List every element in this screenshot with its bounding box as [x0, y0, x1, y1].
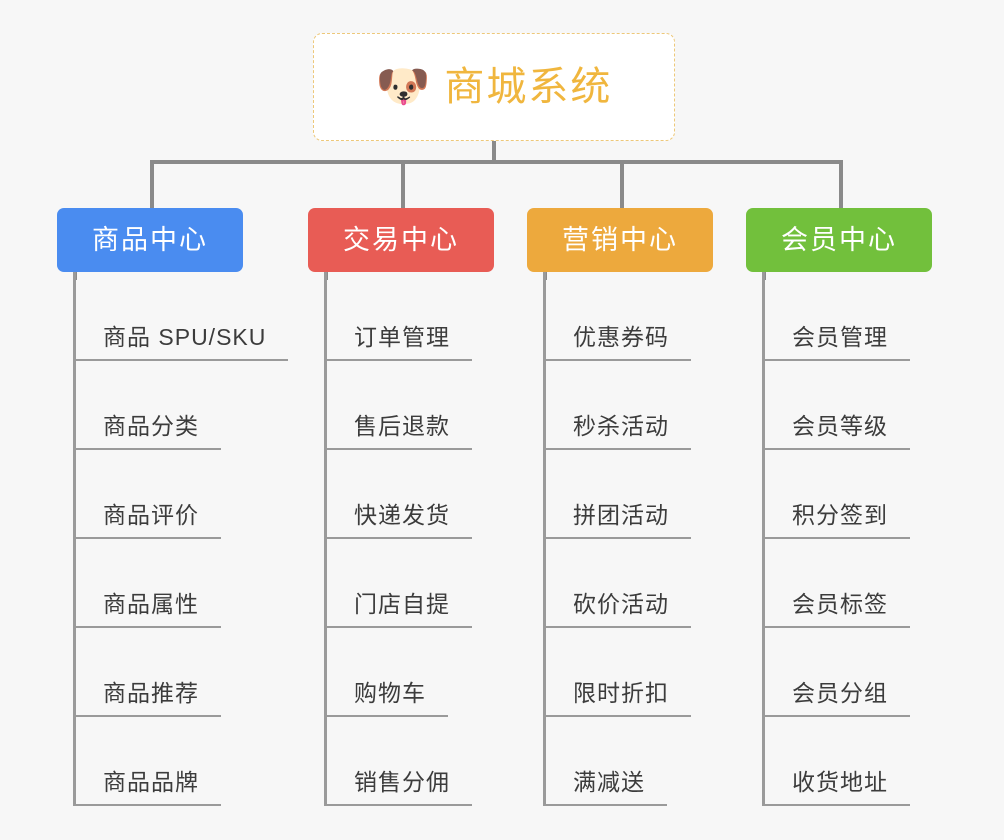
leaf-column-rail [762, 272, 765, 806]
leaf-item-label: 商品分类 [103, 413, 199, 439]
leaf-item[interactable]: 拼团活动 [543, 450, 789, 539]
leaf-item-underline [73, 804, 221, 806]
leaf-column-4: 会员管理会员等级积分签到会员标签会员分组收货地址 [762, 272, 1004, 806]
leaf-item-label: 砍价活动 [573, 591, 669, 617]
leaf-item[interactable]: 会员管理 [762, 272, 1004, 361]
leaf-item[interactable]: 门店自提 [324, 539, 570, 628]
leaf-item[interactable]: 限时折扣 [543, 628, 789, 717]
leaf-item-label: 购物车 [354, 680, 426, 706]
leaf-item-underline [762, 626, 910, 628]
leaf-item-label: 商品品牌 [103, 769, 199, 795]
leaf-item[interactable]: 快递发货 [324, 450, 570, 539]
leaf-item-underline [73, 715, 221, 717]
leaf-item[interactable]: 商品推荐 [73, 628, 319, 717]
leaf-item-underline [73, 448, 221, 450]
leaf-item-underline [73, 359, 288, 361]
leaf-item[interactable]: 积分签到 [762, 450, 1004, 539]
leaf-item-label: 商品 SPU/SKU [103, 324, 267, 350]
leaf-item-label: 售后退款 [354, 413, 450, 439]
leaf-item-label: 会员管理 [792, 324, 888, 350]
category-label: 会员中心 [781, 224, 897, 255]
leaf-item-underline [762, 715, 910, 717]
leaf-item-label: 商品推荐 [103, 680, 199, 706]
connector-drop-2 [401, 160, 405, 208]
leaf-item[interactable]: 购物车 [324, 628, 570, 717]
leaf-item[interactable]: 会员分组 [762, 628, 1004, 717]
leaf-item-underline [324, 715, 448, 717]
leaf-item[interactable]: 销售分佣 [324, 717, 570, 806]
root-node-label: 商城系统 [444, 65, 613, 109]
leaf-item-underline [324, 448, 472, 450]
leaf-item-underline [762, 359, 910, 361]
category-box-4[interactable]: 会员中心 [746, 208, 932, 272]
leaf-item-label: 秒杀活动 [573, 413, 669, 439]
leaf-column-3: 优惠券码秒杀活动拼团活动砍价活动限时折扣满减送 [543, 272, 789, 806]
leaf-column-rail [543, 272, 546, 806]
leaf-item[interactable]: 商品 SPU/SKU [73, 272, 319, 361]
leaf-item-underline [324, 804, 472, 806]
leaf-column-1: 商品 SPU/SKU 商品分类商品评价商品属性商品推荐商品品牌 [73, 272, 319, 806]
leaf-item-underline [324, 626, 472, 628]
leaf-item-label: 订单管理 [354, 324, 450, 350]
connector-drop-1 [150, 160, 154, 208]
leaf-item-underline [543, 715, 691, 717]
leaf-item[interactable]: 售后退款 [324, 361, 570, 450]
root-node-shop-system[interactable]: 🐶 商城系统 [313, 33, 675, 141]
leaf-item[interactable]: 商品属性 [73, 539, 319, 628]
leaf-item-label: 积分签到 [792, 502, 888, 528]
leaf-item-label: 商品属性 [103, 591, 199, 617]
leaf-item-label: 会员分组 [792, 680, 888, 706]
category-label: 商品中心 [92, 224, 208, 255]
leaf-item-label: 满减送 [573, 769, 645, 795]
category-box-1[interactable]: 商品中心 [57, 208, 243, 272]
category-label: 交易中心 [343, 224, 459, 255]
leaf-item-underline [73, 626, 221, 628]
leaf-item-label: 拼团活动 [573, 502, 669, 528]
leaf-item-label: 优惠券码 [573, 324, 669, 350]
leaf-item-label: 快递发货 [354, 502, 450, 528]
leaf-item-label: 限时折扣 [573, 680, 669, 706]
leaf-item[interactable]: 商品评价 [73, 450, 319, 539]
leaf-item-label: 收货地址 [792, 769, 888, 795]
leaf-item-label: 商品评价 [103, 502, 199, 528]
leaf-item-underline [762, 537, 910, 539]
leaf-item-underline [543, 359, 691, 361]
connector-drop-4 [839, 160, 843, 208]
leaf-item-label: 门店自提 [354, 591, 450, 617]
leaf-item-underline [543, 626, 691, 628]
leaf-item-underline [762, 448, 910, 450]
leaf-item-underline [324, 537, 472, 539]
leaf-item[interactable]: 订单管理 [324, 272, 570, 361]
leaf-item-underline [543, 448, 691, 450]
leaf-item-label: 会员等级 [792, 413, 888, 439]
leaf-item[interactable]: 会员标签 [762, 539, 1004, 628]
leaf-item[interactable]: 砍价活动 [543, 539, 789, 628]
leaf-item[interactable]: 收货地址 [762, 717, 1004, 806]
category-label: 营销中心 [562, 224, 678, 255]
leaf-item[interactable]: 会员等级 [762, 361, 1004, 450]
leaf-item[interactable]: 秒杀活动 [543, 361, 789, 450]
leaf-item-underline [543, 537, 691, 539]
leaf-column-2: 订单管理售后退款快递发货门店自提购物车销售分佣 [324, 272, 570, 806]
connector-horizontal-bar [150, 160, 843, 164]
leaf-item-underline [543, 804, 667, 806]
leaf-item[interactable]: 商品品牌 [73, 717, 319, 806]
leaf-item-underline [762, 804, 910, 806]
leaf-item[interactable]: 优惠券码 [543, 272, 789, 361]
leaf-column-rail [73, 272, 76, 806]
leaf-item-label: 销售分佣 [354, 769, 450, 795]
connector-drop-3 [620, 160, 624, 208]
category-box-2[interactable]: 交易中心 [308, 208, 494, 272]
leaf-item-underline [73, 537, 221, 539]
leaf-item-underline [324, 359, 472, 361]
shiba-dog-face-icon: 🐶 [375, 62, 431, 111]
leaf-item[interactable]: 商品分类 [73, 361, 319, 450]
category-box-3[interactable]: 营销中心 [527, 208, 713, 272]
leaf-item[interactable]: 满减送 [543, 717, 789, 806]
leaf-column-rail [324, 272, 327, 806]
connector-root-stem [492, 141, 496, 164]
leaf-item-label: 会员标签 [792, 591, 888, 617]
